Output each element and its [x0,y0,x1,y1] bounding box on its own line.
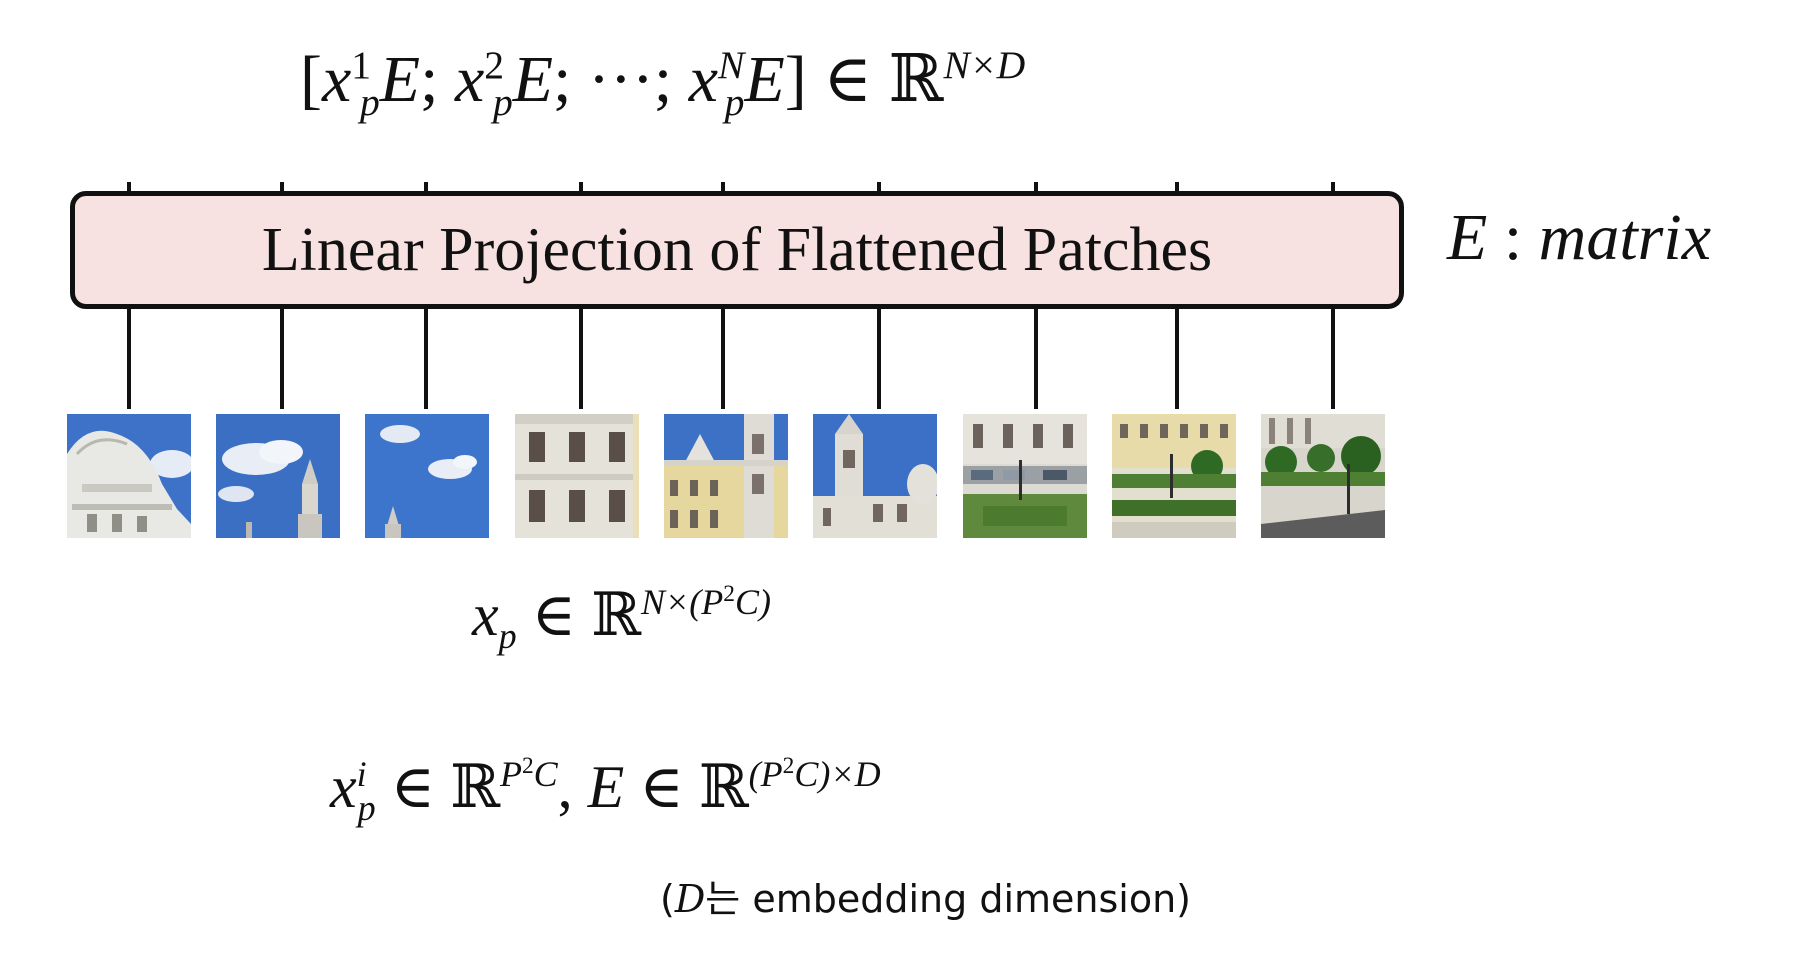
connector-tick [424,182,428,192]
patch-2-sky-tower [216,414,340,538]
paren-open: ( [660,877,675,921]
dim-part: C) [734,582,771,622]
square-exponent: 2 [723,581,735,607]
superscript-i: i [356,754,367,794]
square-exponent: 2 [521,753,534,779]
single-patch-formula: xip ∈ ℝP2C, E ∈ ℝ(P2C)×D [330,752,881,826]
subscript-p: p [360,80,380,125]
connector-line [1034,309,1038,409]
element-of-symbol: ∈ [639,754,684,820]
dim-part: (P [748,754,783,794]
caption-text: embedding dimension) [740,877,1191,921]
connector-line [424,309,428,409]
x-var: x [321,43,352,116]
embedding-dimension-caption: (D는 embedding dimension) [660,868,1191,923]
dimension-superscript: P2C [500,754,558,794]
x-var: x [454,43,485,116]
element-of-symbol: ∈ [531,582,577,648]
element-of-symbol: ∈ [823,43,873,116]
subscript-p: p [357,788,376,828]
patch-3-sky-spire [365,414,489,538]
connector-line [721,309,725,409]
dim-part: P [499,754,522,794]
dim-part: C)×D [794,754,881,794]
dim-part: N×(P [640,582,724,622]
e-var: E [1447,201,1488,274]
square-exponent: 2 [782,753,795,779]
patch-8-hedges-building [1112,414,1236,538]
e-var: E [379,43,421,116]
patch-7-street-cars [963,414,1087,538]
connector-tick [579,182,583,192]
connector-line [579,309,583,409]
reals-symbol: ℝ [888,40,944,117]
superscript-2: 2 [484,43,505,87]
subscript-p: p [724,80,745,125]
subscript-p: p [492,80,513,125]
e-var: E [587,754,625,820]
e-var: E [744,43,785,116]
connector-line [1175,309,1179,409]
e-matrix-label: E : matrix [1447,200,1711,276]
reals-symbol: ℝ [698,752,749,822]
e-var: E [512,43,554,116]
reals-symbol: ℝ [450,752,500,822]
projection-label: Linear Projection of Flattened Patches [261,215,1213,284]
reals-symbol: ℝ [591,580,641,650]
comma: , [557,754,573,820]
connector-tick [1175,182,1179,192]
connector-tick [1331,182,1335,192]
patch-5-palace-towers [664,414,788,538]
patch-6-church-tower [813,414,937,538]
patch-1-dome [67,414,191,538]
x-var: x [688,43,719,116]
patch-sequence-formula: xp ∈ ℝN×(P2C) [472,580,771,654]
connector-tick [280,182,284,192]
connector-line [1331,309,1335,409]
connector-line [280,309,284,409]
dimension-superscript: N×D [943,43,1026,87]
ellipsis: ··· [587,43,654,116]
separator: ; [553,43,572,116]
output-embedding-formula: [x1pE; x2pE; ···; xNpE] ∈ ℝN×D [300,40,1026,122]
korean-particle: 는 [705,877,741,921]
connector-tick [127,182,131,192]
superscript-1: 1 [351,43,372,87]
bracket-open: [ [300,43,322,116]
connector-line [877,309,881,409]
dimension-superscript: (P2C)×D [749,754,881,794]
connector-tick [721,182,725,192]
subscript-p: p [498,616,517,656]
bracket-close: ] [784,43,807,116]
connector-tick [877,182,881,192]
connector-tick [1034,182,1038,192]
matrix-word: matrix [1538,201,1711,274]
x-var: x [472,582,499,648]
patch-4-facade-windows [515,414,639,538]
linear-projection-box: Linear Projection of Flattened Patches [70,191,1404,309]
element-of-symbol: ∈ [390,754,436,820]
connector-line [127,309,131,409]
superscript-n: N [718,43,745,87]
colon: : [1503,201,1523,274]
x-var: x [330,754,357,820]
dim-part: C [533,754,558,794]
d-var: D [674,877,706,921]
separator: ; [653,43,673,116]
separator: ; [420,43,439,116]
patch-9-trees-road [1261,414,1385,538]
dimension-superscript: N×(P2C) [641,582,771,622]
